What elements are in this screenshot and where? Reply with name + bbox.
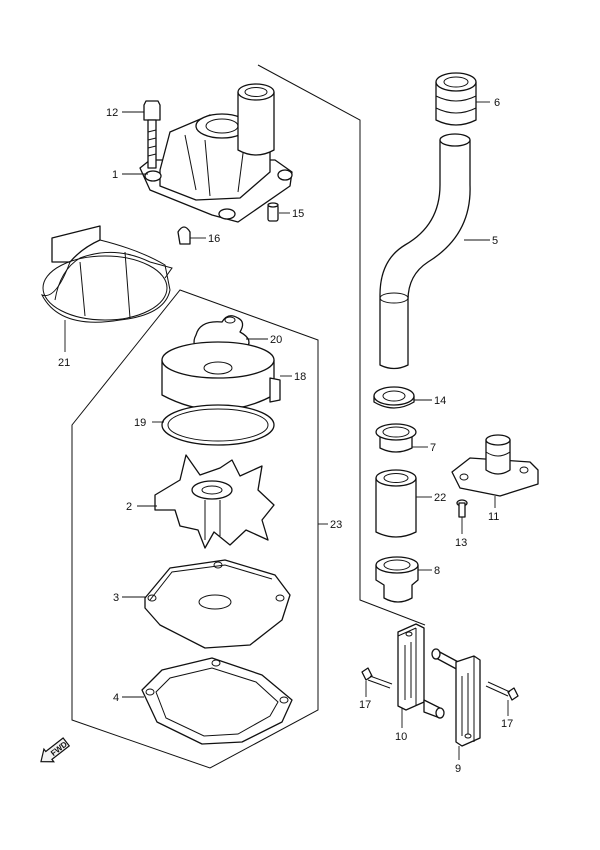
dowel-pin-part-15 [267, 202, 279, 222]
nipple-bracket-part-11 [451, 434, 539, 497]
fwd-arrow-icon: FWD [40, 737, 71, 763]
callout-16: 16 [208, 233, 220, 245]
upper-assembly-group-outline [257, 64, 426, 626]
callout-22: 22 [434, 492, 446, 504]
plate-part-3 [144, 559, 291, 649]
callout-19: 19 [134, 417, 146, 429]
callout-15: 15 [292, 208, 304, 220]
screw-part-13 [456, 499, 468, 518]
callout-8: 8 [434, 565, 440, 577]
callout-12: 12 [106, 107, 118, 119]
callout-10: 10 [395, 731, 407, 743]
sleeve-part-22 [375, 469, 417, 538]
screw-part-17-left [361, 667, 393, 689]
callout-5: 5 [492, 235, 498, 247]
bushing-part-8 [375, 556, 419, 603]
screw-part-17-right [485, 681, 519, 701]
water-tube-part-5 [379, 133, 471, 370]
callout-9: 9 [455, 763, 461, 775]
callout-2: 2 [126, 501, 132, 513]
callout-1: 1 [112, 169, 118, 181]
callout-21: 21 [58, 357, 70, 369]
cage-part-21 [40, 225, 173, 323]
insert-cartridge-part-18 [161, 341, 281, 411]
callout-18: 18 [294, 371, 306, 383]
callout-20: 20 [270, 334, 282, 346]
callout-17-left: 17 [359, 699, 371, 711]
callout-7: 7 [430, 442, 436, 454]
seal-ring-part-19 [161, 404, 275, 446]
key-part-16 [177, 226, 191, 245]
callout-4: 4 [113, 692, 119, 704]
gasket-part-4 [141, 657, 293, 745]
callout-3: 3 [113, 592, 119, 604]
callout-23: 23 [330, 519, 342, 531]
callout-11: 11 [488, 511, 499, 523]
callout-6: 6 [494, 97, 500, 109]
pump-kit-group-outline-23 [71, 289, 319, 769]
bolt-part-12 [143, 100, 161, 169]
impeller-part-2 [154, 454, 275, 549]
guide-part-9 [431, 648, 481, 747]
callout-17-right: 17 [501, 718, 513, 730]
washer-part-14 [373, 386, 415, 409]
bushing-part-7 [375, 423, 417, 453]
guide-part-10 [397, 623, 445, 719]
callout-13: 13 [455, 537, 467, 549]
pump-case-part-1 [139, 83, 293, 223]
callout-14: 14 [434, 395, 446, 407]
grommet-part-6 [435, 72, 477, 126]
